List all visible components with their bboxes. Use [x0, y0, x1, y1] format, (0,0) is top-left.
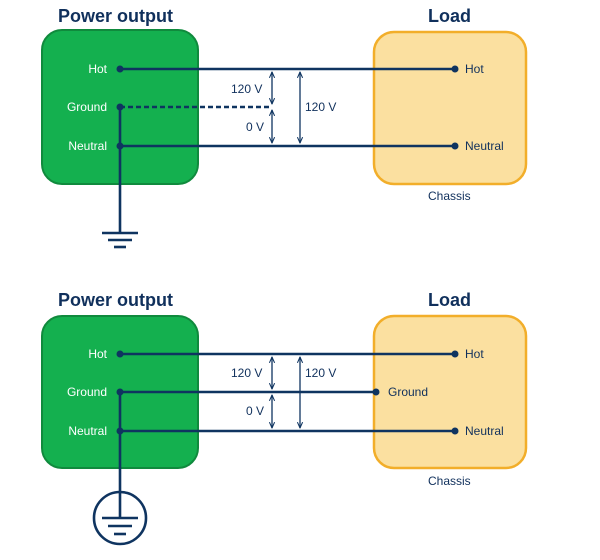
load-neutral-terminal [451, 427, 459, 435]
source-neutral-label: Neutral [68, 424, 107, 438]
source-hot-label: Hot [88, 62, 107, 76]
source-ground-label: Ground [67, 385, 107, 399]
load-neutral-label: Neutral [465, 424, 504, 438]
power-output-title: Power output [58, 290, 173, 310]
load-neutral-terminal [451, 142, 459, 150]
voltage-hot-ground: 120 V [231, 366, 262, 380]
source-ground-terminal [116, 388, 124, 396]
protective-earth-icon [92, 490, 148, 546]
source-ground-label: Ground [67, 100, 107, 114]
load-title: Load [428, 290, 471, 310]
load-title: Load [428, 6, 471, 26]
load-hot-terminal [451, 350, 459, 358]
load-hot-label: Hot [465, 347, 484, 361]
source-neutral-terminal [116, 427, 124, 435]
load-hot-terminal [451, 65, 459, 73]
voltage-hot-neutral: 120 V [305, 366, 336, 380]
chassis-label: Chassis [428, 474, 471, 488]
source-ground-terminal [116, 103, 124, 111]
source-hot-label: Hot [88, 347, 107, 361]
chassis-label: Chassis [428, 189, 471, 203]
voltage-hot-ground: 120 V [231, 82, 262, 96]
source-neutral-terminal [116, 142, 124, 150]
diagram-grounded-load: Power output Load Hot Ground Neutral Hot… [41, 290, 528, 546]
load-box [372, 30, 528, 186]
source-hot-terminal [116, 65, 124, 73]
load-ground-label: Ground [388, 385, 428, 399]
voltage-hot-neutral: 120 V [305, 100, 336, 114]
load-neutral-label: Neutral [465, 139, 504, 153]
earth-ground-icon [102, 231, 138, 249]
source-hot-terminal [116, 350, 124, 358]
voltage-ground-neutral: 0 V [246, 404, 264, 418]
voltage-ground-neutral: 0 V [246, 120, 264, 134]
source-neutral-label: Neutral [68, 139, 107, 153]
power-output-title: Power output [58, 6, 173, 26]
load-hot-label: Hot [465, 62, 484, 76]
load-ground-terminal [372, 388, 380, 396]
diagram-ungrounded-load: Power output Load Hot Ground Neutral Hot… [41, 6, 528, 249]
